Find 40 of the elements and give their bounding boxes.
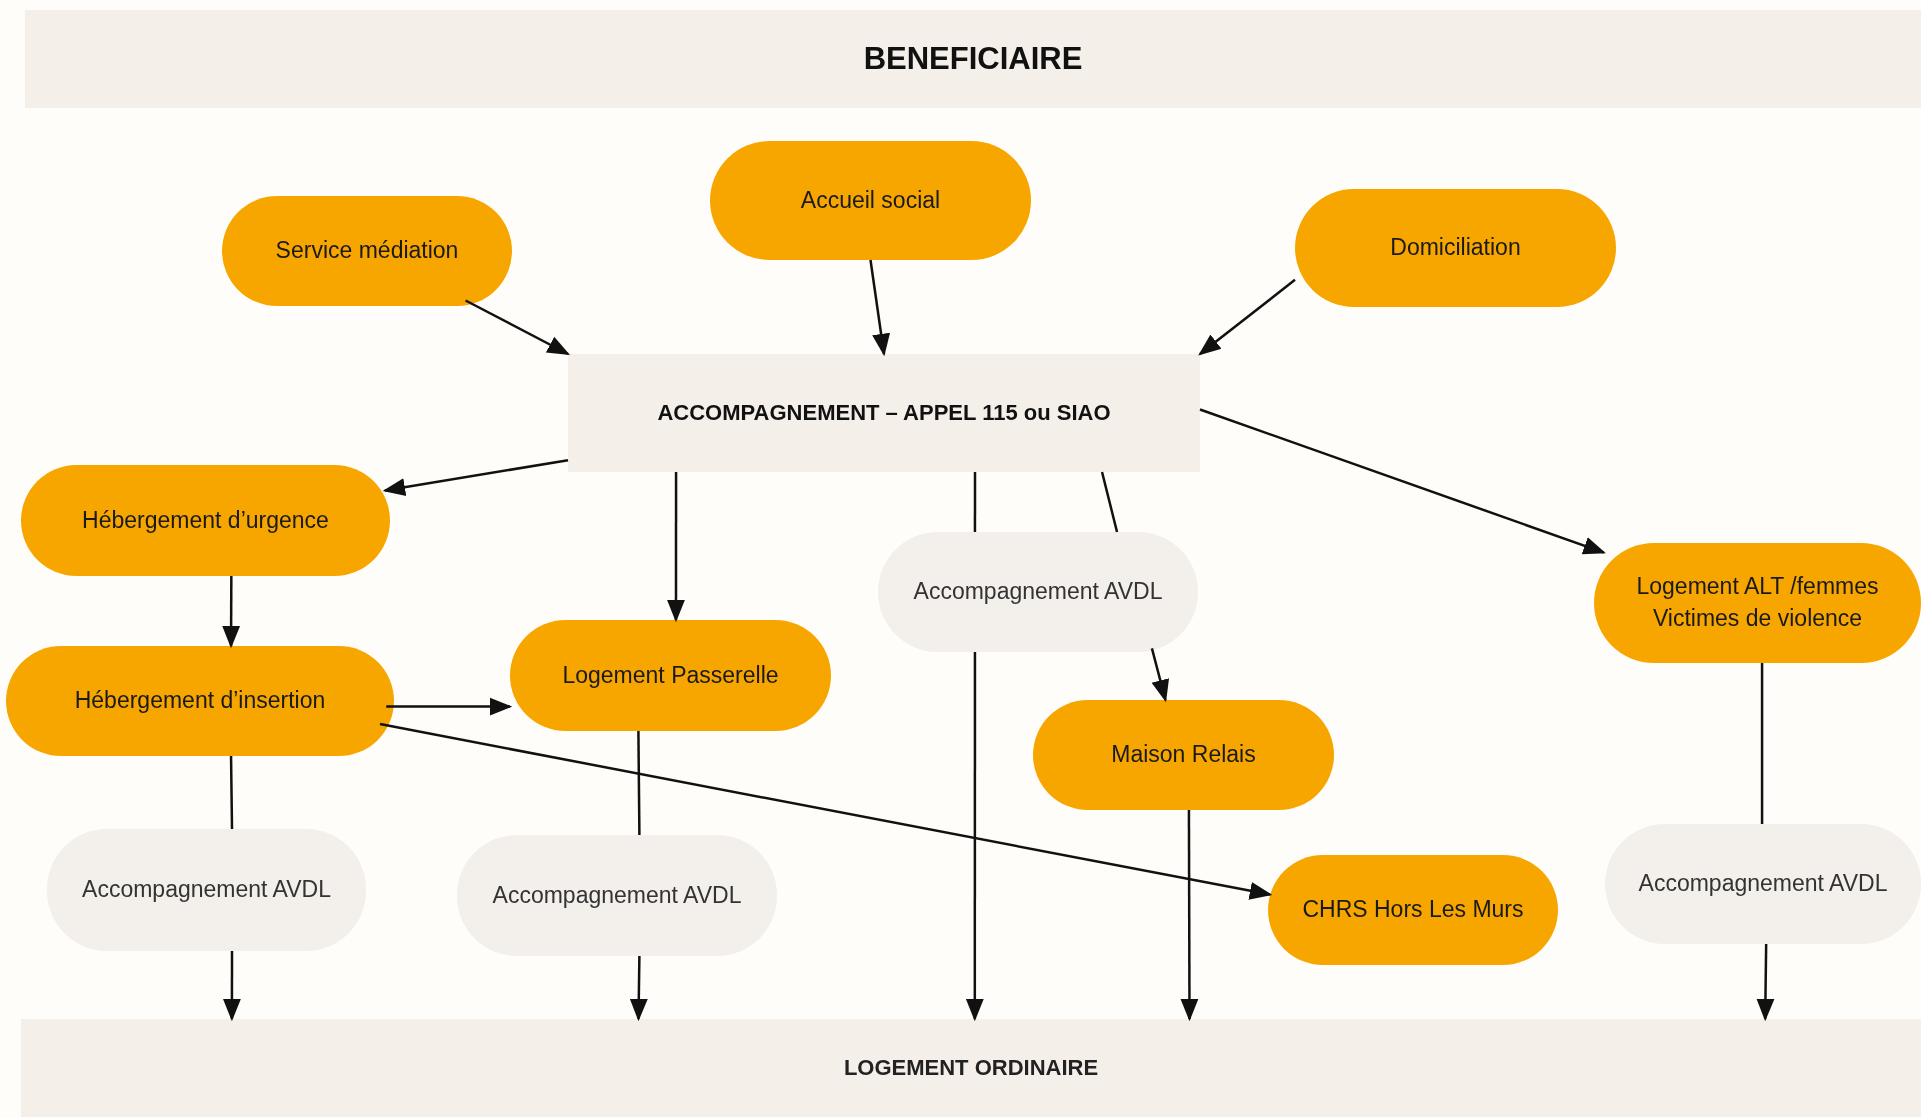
- node-label: Accompagnement AVDL: [492, 880, 742, 910]
- arrow: [1199, 408, 1606, 555]
- arrow: [379, 722, 1273, 900]
- arrow: [465, 299, 570, 356]
- arrow: [1756, 944, 1775, 1022]
- arrow: [222, 951, 241, 1022]
- node-label: Logement ALT /femmes Victimes de violence: [1635, 572, 1880, 633]
- node-label: CHRS Hors Les Murs: [1302, 895, 1524, 925]
- node-label: Service médiation: [275, 236, 459, 266]
- node-label: Hébergement d’insertion: [74, 686, 326, 716]
- node-label: Accompagnement AVDL: [82, 875, 331, 905]
- node-label: Maison Relais: [1111, 740, 1256, 770]
- process-box: [568, 354, 1200, 472]
- connector-line: [1760, 663, 1764, 824]
- node-label: Accompagnement AVDL: [1638, 869, 1888, 899]
- arrow: [1180, 810, 1199, 1022]
- node-label: Hébergement d’urgence: [82, 505, 329, 535]
- connector-line: [1100, 471, 1119, 533]
- node-label: Accueil social: [800, 185, 941, 215]
- arrow: [1150, 648, 1169, 703]
- arrow: [1198, 278, 1296, 356]
- node-label: LOGEMENT ORDINAIRE: [843, 1053, 1099, 1082]
- node-label: BENEFICIAIRE: [863, 39, 1083, 78]
- footer-band: [21, 1019, 1921, 1117]
- arrow: [222, 576, 241, 649]
- arrow: [666, 472, 685, 623]
- arrow: [869, 259, 891, 357]
- arrow: [629, 956, 648, 1022]
- node-label: Accompagnement AVDL: [913, 577, 1163, 607]
- arrow: [965, 652, 984, 1022]
- arrow: [386, 697, 513, 716]
- connector-line: [973, 472, 977, 532]
- connector-line: [229, 756, 234, 829]
- connector-line: [637, 731, 641, 835]
- process-pill: [1594, 543, 1921, 663]
- node-label: Domiciliation: [1390, 233, 1521, 263]
- node-label: Logement Passerelle: [562, 660, 779, 690]
- support-pill: [1605, 824, 1921, 944]
- node-label: ACCOMPAGNEMENT – APPEL 115 ou SIAO: [657, 398, 1111, 427]
- arrow: [382, 458, 569, 497]
